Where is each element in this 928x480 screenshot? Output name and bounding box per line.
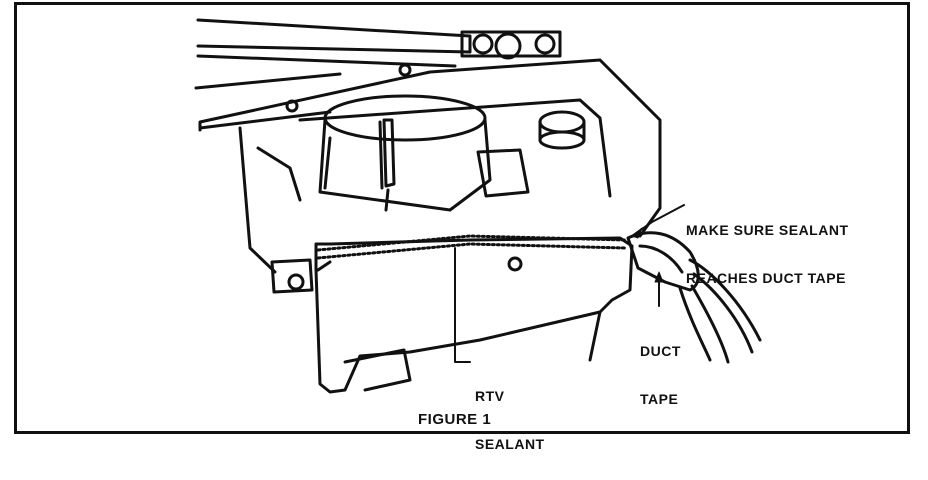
duct-tape-line2: TAPE: [640, 391, 679, 407]
lower-cover: [314, 236, 634, 394]
duct-tape-label: DUCT TAPE: [640, 311, 681, 423]
figure-frame: [14, 2, 910, 434]
sealant-note-line1: MAKE SURE SEALANT: [686, 222, 849, 238]
side-bracket: [270, 256, 523, 294]
upper-frame-rails: [194, 18, 472, 130]
rtv-sealant-label: RTV SEALANT: [475, 356, 545, 468]
rtv-sealant-bead: [316, 234, 627, 260]
bracket-bolts: [285, 30, 562, 113]
mounting-bracket: [198, 58, 662, 274]
duct-tape-line1: DUCT: [640, 343, 681, 359]
arrowheads: [631, 227, 664, 283]
rtv-line2: SEALANT: [475, 436, 545, 452]
sealant-note-label: MAKE SURE SEALANT REACHES DUCT TAPE: [686, 190, 849, 302]
motor-housing: [318, 94, 530, 212]
duct-tape-wire-bundle: [626, 231, 762, 364]
sealant-note-line2: REACHES DUCT TAPE: [686, 270, 846, 286]
hex-bolt: [538, 110, 586, 150]
figure-caption: FIGURE 1: [418, 411, 492, 428]
rtv-line1: RTV: [475, 388, 505, 404]
